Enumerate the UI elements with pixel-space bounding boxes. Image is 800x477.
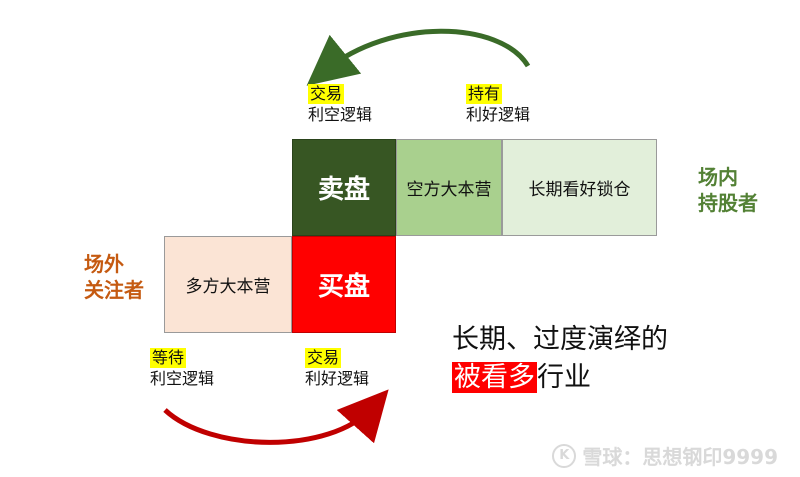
tag-top-left-highlight: 交易 [308,84,345,104]
tag-bottom-left-text: 利空逻辑 [150,369,215,388]
tag-top-left-text: 利空逻辑 [308,105,373,124]
bottom-curved-arrow [163,389,389,445]
outside-watchers-label: 场外 关注者 [84,251,144,303]
bear-camp-box: 空方大本营 [396,139,502,236]
buy-box: 买盘 [292,236,396,333]
tag-top-left: 交易 利空逻辑 [308,84,372,125]
tag-top-right-highlight: 持有 [466,84,503,104]
statement-line1: 长期、过度演绎的 [452,324,668,355]
inside-label-line1: 场内 [698,165,738,189]
outside-label-line2: 关注者 [84,278,144,302]
tag-bottom-right: 交易 利好逻辑 [305,348,369,389]
sell-box: 卖盘 [292,139,396,236]
statement-line2: 被看多行业 [452,355,591,394]
tag-bottom-right-highlight: 交易 [305,348,342,368]
top-curved-arrow [306,28,531,86]
statement-highlight: 被看多 [452,362,537,393]
statement-rest: 行业 [537,362,591,393]
inside-label-line2: 持股者 [698,191,758,215]
tag-bottom-left-highlight: 等待 [150,348,187,368]
long-hold-box: 长期看好锁仓 [502,139,657,236]
tag-bottom-left: 等待 利空逻辑 [150,348,214,389]
watermark: K 雪球：思想钢印9999 [552,441,778,470]
tag-top-right-text: 利好逻辑 [466,105,531,124]
watermark-text: 雪球：思想钢印9999 [582,445,778,469]
inside-holders-label: 场内 持股者 [698,164,758,216]
outside-label-line1: 场外 [84,252,124,276]
bull-camp-box: 多方大本营 [164,236,292,333]
tag-bottom-right-text: 利好逻辑 [305,369,370,388]
tag-top-right: 持有 利好逻辑 [466,84,530,125]
snowball-logo-icon: K [552,443,577,468]
